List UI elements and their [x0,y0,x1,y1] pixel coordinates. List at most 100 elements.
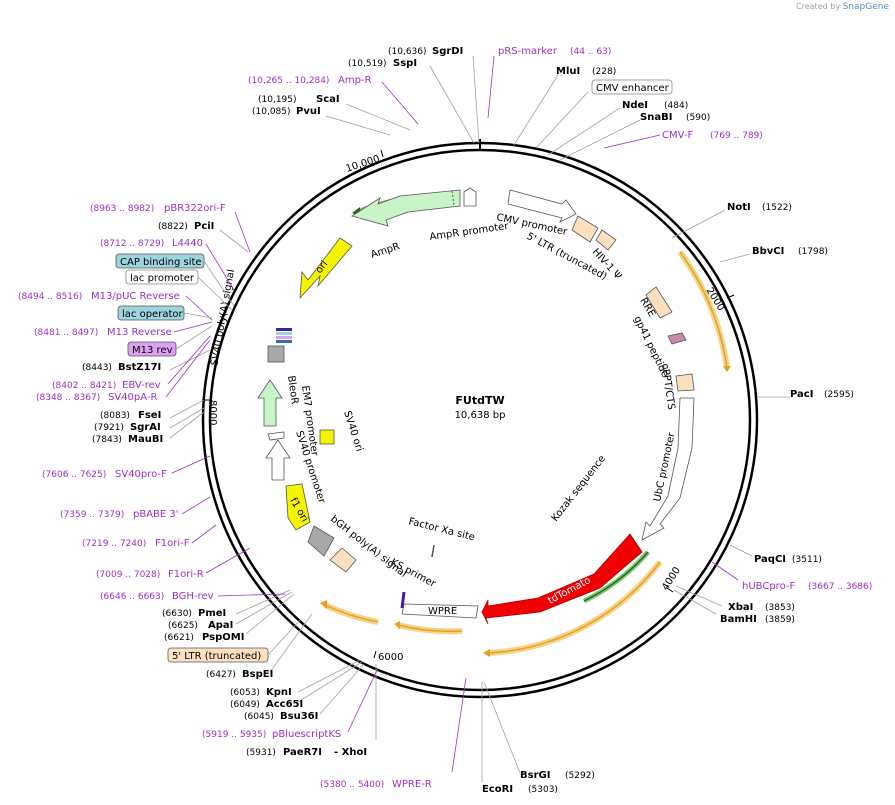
ampr-label: AmpR [370,241,402,261]
enzyme-pos: (5931) [246,748,276,758]
bleor-label: BleoR [285,375,300,405]
enzyme-name: FseI [138,410,161,421]
cap-binding-label: CAP binding site [120,257,202,268]
enzyme-pos: (6630) [162,609,192,619]
primer-name: BGH-rev [172,591,214,602]
primer-name: pRS-marker [498,46,558,57]
credit-brand: SnapGene [842,2,889,12]
enzyme-pos: (10,195) [258,95,297,105]
primer-pos: (7009 .. 7028) [96,570,160,580]
em7-promoter-feature [267,431,285,441]
primer-name: M13 Reverse [107,327,172,338]
primer-pos: (44 .. 63) [570,47,611,57]
enzyme-pos: (7843) [92,435,122,445]
enzyme-name: NotI [727,202,751,213]
snapgene-credit: Created by SnapGene [796,2,889,12]
enzyme-pos: (3853) [765,603,795,613]
enzyme-pos: (5292) [565,771,595,781]
enzyme-name: PacI [790,389,813,400]
enzyme-name: EcoRI [482,784,513,795]
leader-cap [203,260,235,307]
pleader-prs [487,55,495,119]
leader-apai [235,591,293,625]
primer-name: pBR322ori-F [164,203,226,214]
pleader-f1orir [205,547,251,574]
enzyme-name: PaeR7I [283,747,322,758]
enzyme-pos: (3511) [792,555,822,565]
sv40-ori-label: SV40 ori [341,410,364,453]
m13-feature [276,336,292,339]
enzyme-leaders [169,55,790,782]
pleader-wprer [451,677,467,773]
leader-maubi [169,411,205,439]
enzyme-name: MluI [556,66,580,77]
enzyme-pos: (2595) [824,390,854,400]
enzyme-name: Bsu36I [280,711,318,722]
primer-pos: (8481 .. 8497) [34,328,98,338]
lac-operator-feature [276,328,292,331]
bleor-feature [257,379,283,427]
leader-bsrgi [483,681,521,774]
primer-pos: (3667 .. 3686) [808,582,872,592]
wpre-label: WPRE [428,606,457,617]
enzyme-pos: (6053) [230,688,260,698]
leader-sspi [429,65,475,144]
tick-label-4000: 4000 [660,565,683,592]
leader-bbvci [719,253,751,263]
enzyme-pos: (484) [664,101,688,111]
pleader-ebv [167,335,211,385]
hiv-psi-feature [595,229,617,251]
leader-m13 [175,325,213,350]
tick-mark [380,149,384,158]
enzyme-name: PaqCI [754,554,786,565]
m13-rev-label: M13 rev [132,345,173,356]
enzyme-name: PciI [194,221,214,232]
pleader-pbsks [347,667,379,733]
primer-name: Amp-R [338,75,372,86]
tick-mark [726,294,735,299]
leader-pspomi [245,593,295,635]
primer-pos: (769 .. 789) [710,131,763,141]
plasmid-length: 10,638 bp [455,410,506,421]
primer-pos: (8963 .. 8982) [90,204,154,214]
primer-name: WPRE-R [392,779,432,790]
enzyme-pos: (7921) [94,423,124,433]
primer-name: SV40pA-R [108,392,157,403]
enzyme-pos: (5303) [528,785,558,795]
primer-pos: (8494 .. 8516) [18,292,82,302]
enzyme-pos: (10,085) [252,107,291,117]
leader-kpni [297,659,361,693]
primer-name: F1ori-R [168,569,204,580]
primer-name: pBluescriptKS [272,729,341,740]
enzyme-name: - XhoI [334,747,367,758]
enzyme-name: BbvCI [752,246,784,257]
ampr-promoter-label: AmpR promoter [429,221,510,243]
pleader-pbr322 [234,211,251,253]
enzyme-pos: (6625) [168,621,198,631]
orf-highlight-line [679,251,728,369]
leader-bamhi [673,589,717,615]
enzyme-pos: (6427) [206,670,236,680]
enzyme-name: ScaI [316,94,340,105]
pleader-m13rev [173,321,213,333]
lac-promoter-feature [276,340,292,343]
plasmid-name: FUtdTW [455,394,504,407]
enzyme-pos: (6049) [230,700,260,710]
ubc-promoter-feature [641,397,695,541]
cppt-label: cPPT/CTS [659,363,676,411]
primer-pos: (5380 .. 5400) [320,780,384,790]
f1-ori-feature [285,483,311,531]
primer-name: pBABE 3' [133,509,179,520]
ori-feature [299,237,353,300]
orf-highlights [320,250,731,657]
boxed-labels: CMV enhancer CAP binding site lac promot… [115,79,673,663]
sv40-polya-feature [267,345,285,363]
enzyme-name: PvuI [296,106,321,117]
leader-lacop [183,312,213,319]
enzyme-name: ApaI [208,620,233,631]
cppt-feature [675,373,695,392]
tick-label-8000: 8000 [207,400,218,425]
leader-ltrtrunc [267,619,301,656]
enzyme-name: Acc65I [266,699,303,710]
enzyme-pos: (228) [592,67,616,77]
